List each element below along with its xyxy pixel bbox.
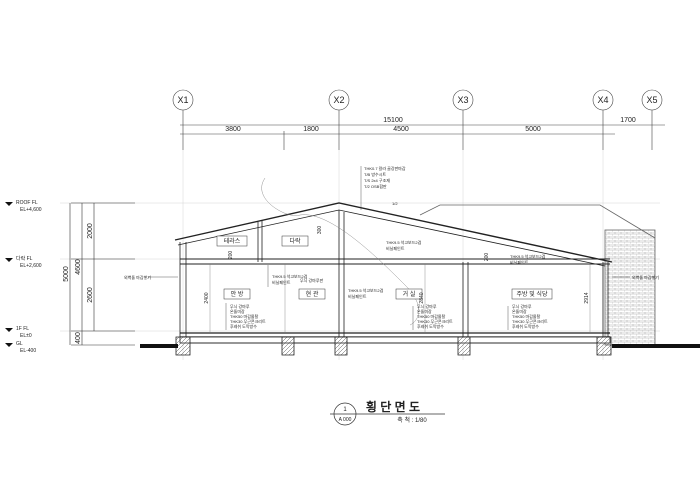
room-kitchen-dining: 주방 및 식당 [517,290,548,298]
svg-text:T/S 2x4 구조재: T/S 2x4 구조재 [364,177,390,183]
svg-text:온돌미장: 온돌미장 [230,308,245,314]
room-living: 거 실 [403,290,416,298]
svg-text:THK9.5 석고보드2겹: THK9.5 석고보드2겹 [510,253,546,259]
dim-floor: 2600 [87,287,94,303]
dim-base: 400 [75,332,82,344]
svg-text:다락 FL: 다락 FL [16,255,33,262]
axis-label-x5: X5 [646,95,657,105]
svg-text:EL-400: EL-400 [20,348,36,354]
attic-note: 무늬 강마루판 [300,277,324,283]
dim-kitchen-height: 2914 [584,292,590,303]
building-section [174,177,656,356]
ground-left [140,344,178,348]
svg-text:온돌미장: 온돌미장 [512,308,527,314]
dim-span-2: 1800 [303,126,319,133]
brick-wall [604,229,656,346]
svg-text:비닐페인트: 비닐페인트 [386,245,405,251]
svg-text:THK9.5 석고보드2겹: THK9.5 석고보드2겹 [272,273,308,279]
ground-right [612,344,700,348]
svg-text:EL+4,600: EL+4,600 [20,207,42,213]
roof-slope: 1/2 [392,201,398,206]
drawing-scale: 축 척 : 1/80 [397,416,427,424]
axis-label-x4: X4 [597,95,608,105]
room-attic: 다락 [289,237,301,245]
svg-text:온돌미장: 온돌미장 [417,308,432,314]
room-labels [216,235,553,300]
dim-span-3: 4500 [393,126,409,133]
dim-roof: 2000 [87,223,94,239]
dim-overall: 15100 [383,117,403,124]
vertical-dimension-lines [69,202,135,346]
dim-slab-2: 200 [484,253,490,262]
axis-label-x2: X2 [333,95,344,105]
svg-text:THK50 마감몰탈: THK50 마감몰탈 [230,313,259,319]
svg-text:후레쉬 도막방수: 후레쉬 도막방수 [417,323,444,329]
svg-text:THK9.5 석고보드2겹: THK9.5 석고보드2겹 [386,239,422,245]
svg-text:THK0.7 칼라 골강판마감: THK0.7 칼라 골강판마감 [364,165,406,171]
svg-text:THK30 무근콘크리트: THK30 무근콘크리트 [417,318,453,324]
level-lines [60,202,660,332]
drawing-title: 횡 단 면 도 [366,399,420,414]
detail-number: 1 [343,407,347,413]
roof-note: THK0.7 칼라 골강판마감 T/B 방수시트 T/S 2x4 구조재 T/2… [364,165,406,189]
wall-note-left: 외벽돌 마감쌓기 [124,274,151,280]
svg-text:비닐페인트: 비닐페인트 [510,259,529,265]
room-entrance: 현 관 [306,290,319,298]
dim-total: 5000 [63,266,70,282]
svg-text:비닐페인트: 비닐페인트 [348,293,367,299]
svg-text:무늬 강마루: 무늬 강마루 [512,303,532,309]
wall-note-right: 외벽돌 마감쌓기 [632,274,659,280]
svg-text:EL+2,600: EL+2,600 [20,263,42,269]
dim-upper: 4600 [75,259,82,275]
svg-text:1F FL: 1F FL [16,326,29,332]
svg-text:ROOF FL: ROOF FL [16,200,38,206]
svg-text:후레쉬 도막방수: 후레쉬 도막방수 [230,323,257,329]
dim-roof-thk: 300 [317,226,323,235]
room-master-bedroom: 안 방 [231,290,244,298]
sheet-number: A 000 [339,417,352,423]
svg-text:비닐페인트: 비닐페인트 [272,279,291,285]
dim-span-1: 3800 [225,126,241,133]
axis-label-x1: X1 [177,95,188,105]
svg-text:무늬 강마루: 무늬 강마루 [230,303,250,309]
svg-text:EL±0: EL±0 [20,333,32,339]
room-terrace: 테라스 [224,237,241,245]
svg-text:THK50 마감몰탈: THK50 마감몰탈 [512,313,541,319]
svg-text:T/2 OSB합판: T/2 OSB합판 [364,183,387,189]
dim-overall-extra: 1700 [620,117,636,124]
svg-text:THK30 무근콘크리트: THK30 무근콘크리트 [512,318,548,324]
axis-label-x3: X3 [457,95,468,105]
svg-text:THK50 마감몰탈: THK50 마감몰탈 [417,313,446,319]
dim-slab: 200 [228,251,234,260]
svg-text:후레쉬 도막방수: 후레쉬 도막방수 [512,323,539,329]
svg-text:T/B 방수시트: T/B 방수시트 [364,171,386,177]
dim-living-height: 2840 [419,292,425,303]
title-block: 1 A 000 횡 단 면 도 축 척 : 1/80 [330,399,445,426]
dim-bedroom-height: 2400 [204,292,210,303]
dim-span-4: 5000 [525,126,541,133]
svg-text:THK9.5 석고보드2겹: THK9.5 석고보드2겹 [348,287,384,293]
svg-text:THK30 무근콘크리트: THK30 무근콘크리트 [230,318,266,324]
svg-text:GL: GL [16,341,23,347]
notes [148,166,630,330]
svg-text:무늬 강마루: 무늬 강마루 [417,303,437,309]
